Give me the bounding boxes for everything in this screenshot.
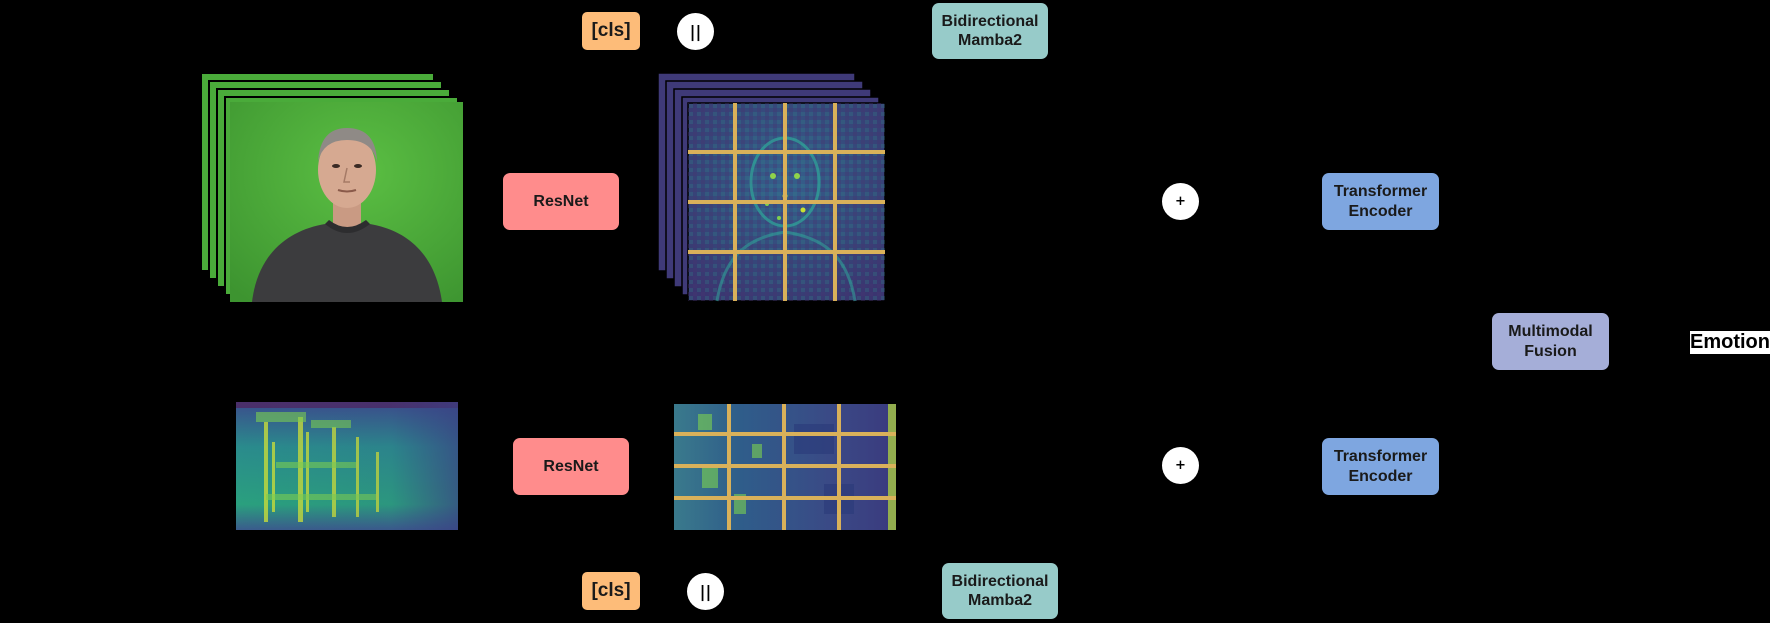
cls-token-top: [cls]	[582, 12, 640, 50]
resnet-visual-block: ResNet	[503, 173, 619, 230]
visual-feature-map	[657, 72, 886, 302]
bidirectional-mamba2-top: Bidirectional Mamba2	[932, 3, 1048, 59]
add-operator-top: +	[1162, 183, 1199, 220]
bidirectional-mamba2-bottom: Bidirectional Mamba2	[942, 563, 1058, 619]
concat-operator-bottom: ||	[687, 573, 724, 610]
concat-operator-top: ||	[677, 13, 714, 50]
audio-feature-map	[674, 404, 896, 530]
resnet-audio-block: ResNet	[513, 438, 629, 495]
emotion-output-label: Emotion	[1690, 331, 1770, 354]
add-operator-bottom: +	[1162, 447, 1199, 484]
video-frame-front	[230, 102, 463, 302]
transformer-encoder-top: Transformer Encoder	[1322, 173, 1439, 230]
transformer-encoder-bottom: Transformer Encoder	[1322, 438, 1439, 495]
multimodal-fusion-block: Multimodal Fusion	[1492, 313, 1609, 370]
audio-spectrogram	[236, 402, 458, 530]
video-frames-stack	[200, 72, 465, 302]
cls-token-bottom: [cls]	[582, 572, 640, 610]
